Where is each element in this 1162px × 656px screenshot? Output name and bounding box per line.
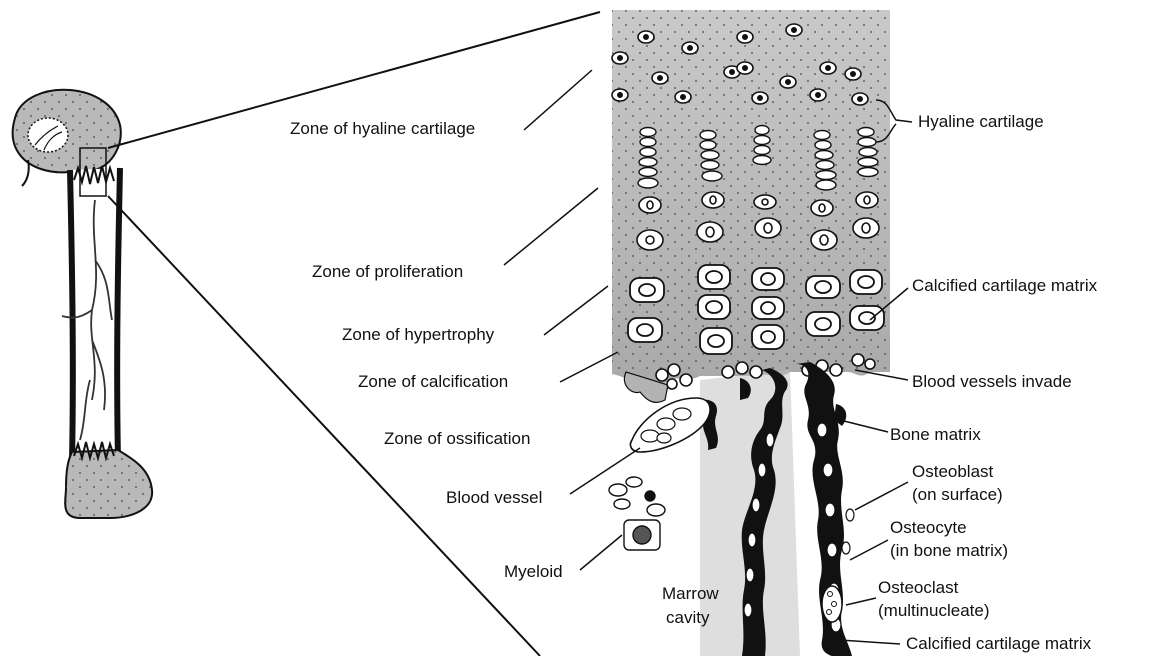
label-zone-proliferation: Zone of proliferation (312, 262, 463, 282)
label-blood-vessels-invade: Blood vessels invade (912, 372, 1072, 392)
label-zone-hypertrophy: Zone of hypertrophy (342, 325, 494, 345)
label-osteoblast-2: (on surface) (912, 485, 1003, 505)
label-blood-vessel: Blood vessel (446, 488, 542, 508)
label-myeloid: Myeloid (504, 562, 563, 582)
label-marrow-cavity-2: cavity (666, 608, 709, 628)
label-zone-calcification: Zone of calcification (358, 372, 508, 392)
label-osteoclast-1: Osteoclast (878, 578, 958, 598)
label-osteoclast-2: (multinucleate) (878, 601, 990, 621)
label-zone-ossification: Zone of ossification (384, 429, 530, 449)
label-zone-hyaline: Zone of hyaline cartilage (290, 119, 475, 139)
label-hyaline-cartilage: Hyaline cartilage (918, 112, 1044, 132)
label-osteocyte-1: Osteocyte (890, 518, 967, 538)
label-calcified-matrix-bottom: Calcified cartilage matrix (906, 634, 1091, 654)
label-osteocyte-2: (in bone matrix) (890, 541, 1008, 561)
label-bone-matrix: Bone matrix (890, 425, 981, 445)
label-calcified-matrix-top: Calcified cartilage matrix (912, 276, 1097, 296)
label-marrow-cavity-1: Marrow (662, 584, 719, 604)
label-osteoblast-1: Osteoblast (912, 462, 993, 482)
